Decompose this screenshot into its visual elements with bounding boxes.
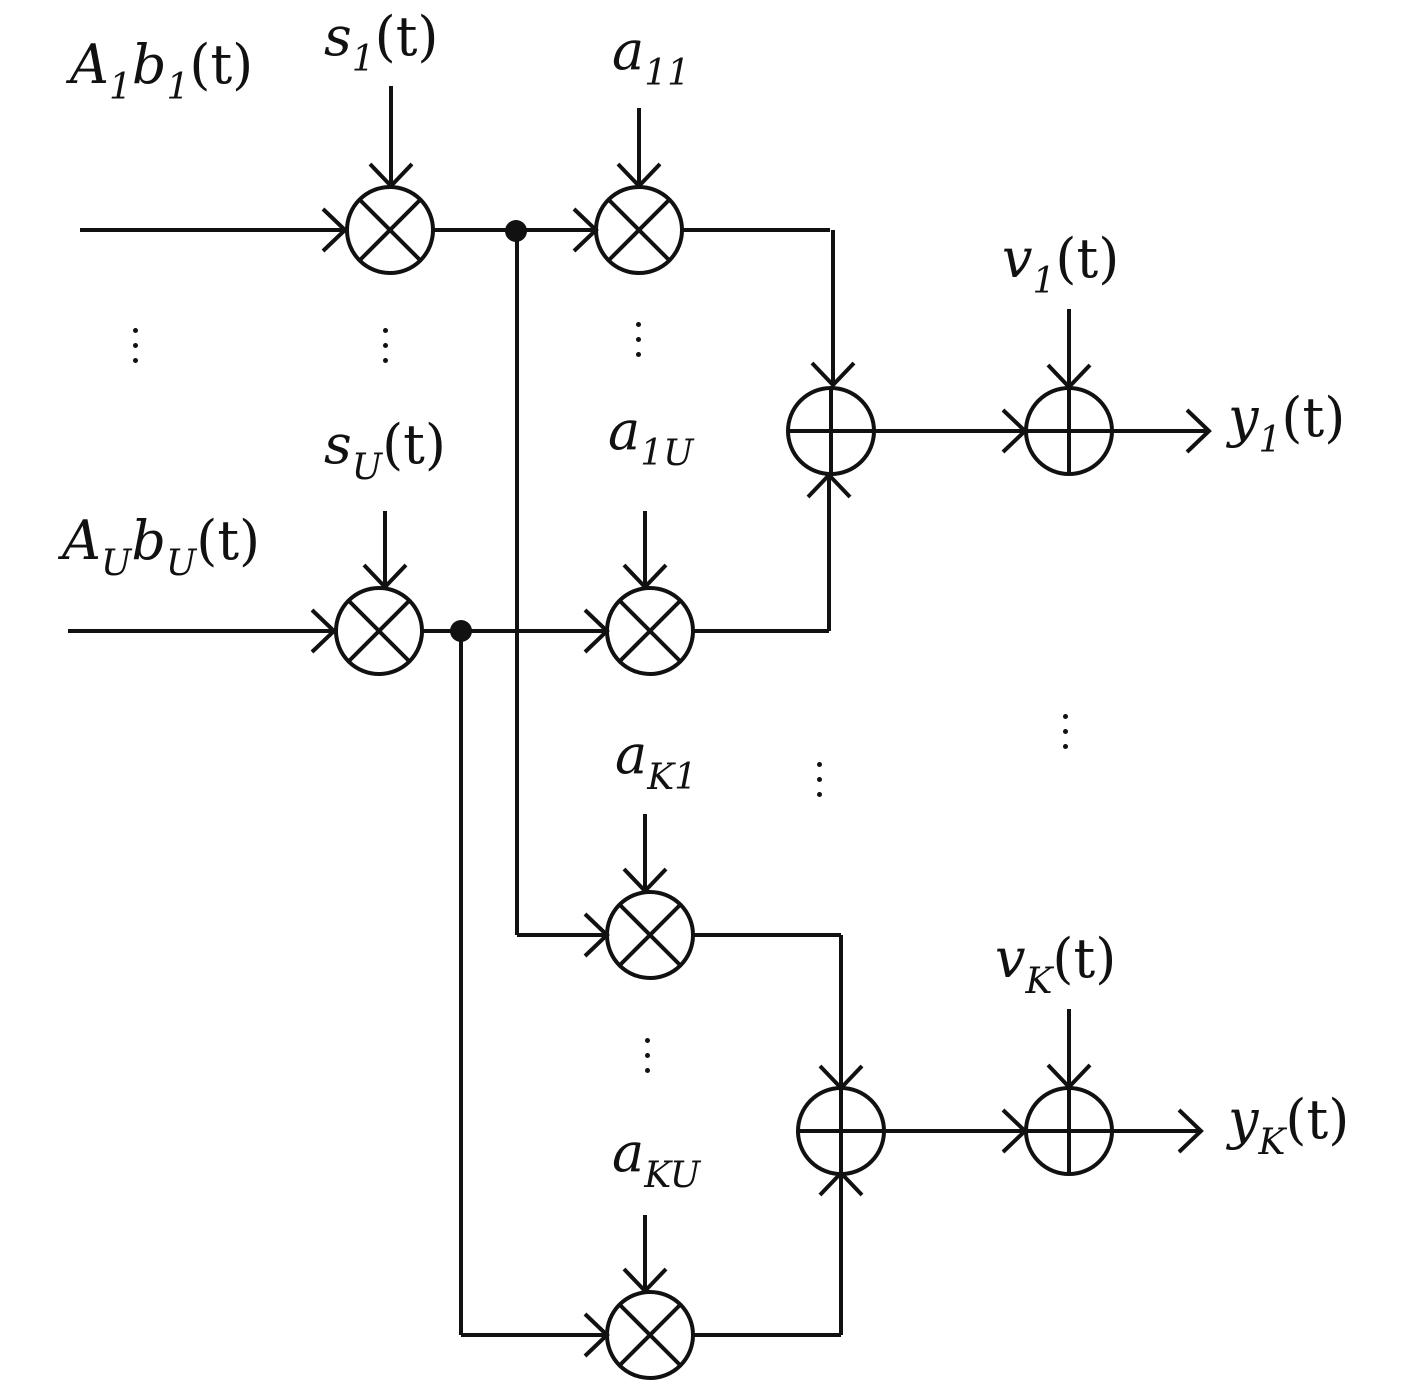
ellipsis-inputs	[133, 328, 141, 373]
multiplier-sU	[334, 586, 424, 676]
ellipsis-aK	[645, 1038, 653, 1083]
ellipsis-middle	[817, 762, 825, 807]
noise-adder-1	[1024, 386, 1114, 476]
wires	[68, 86, 1208, 1337]
label-v1: v1(t)	[1002, 227, 1120, 303]
multiplier-s1	[345, 185, 435, 275]
label-a1U: a1U	[608, 399, 694, 475]
arrow-right-icon	[1185, 408, 1212, 454]
multiplier-a11	[594, 185, 684, 275]
label-input-1: A1b1(t)	[70, 33, 254, 109]
summers	[786, 386, 1114, 1176]
label-sU: sU(t)	[324, 413, 446, 489]
ellipsis-a1	[636, 322, 644, 367]
label-s1: s1(t)	[324, 5, 439, 81]
multipliers	[334, 185, 695, 1380]
multiplier-aKU	[605, 1290, 695, 1380]
label-aKU: aKU	[612, 1121, 701, 1197]
label-aK1: aK1	[615, 723, 698, 799]
junction-dot-1	[505, 220, 527, 242]
arrow-right-icon	[1177, 1108, 1204, 1154]
arrow-heads	[310, 162, 1212, 1358]
multiplier-aK1	[605, 890, 695, 980]
label-a11: a11	[612, 19, 691, 95]
label-input-U: AUbU(t)	[62, 509, 261, 585]
ellipsis-outputs	[1063, 714, 1071, 759]
label-y1: y1(t)	[1228, 386, 1346, 462]
summer-K	[796, 1086, 886, 1176]
label-yK: yK(t)	[1228, 1088, 1350, 1164]
summer-1	[786, 386, 876, 476]
arrow-down-icon	[810, 361, 856, 388]
multiplier-a1U	[605, 586, 695, 676]
ellipsis-spreading	[383, 328, 391, 373]
junction-dot-U	[450, 620, 472, 642]
noise-adder-K	[1024, 1086, 1114, 1176]
label-vK: vK(t)	[995, 927, 1117, 1003]
